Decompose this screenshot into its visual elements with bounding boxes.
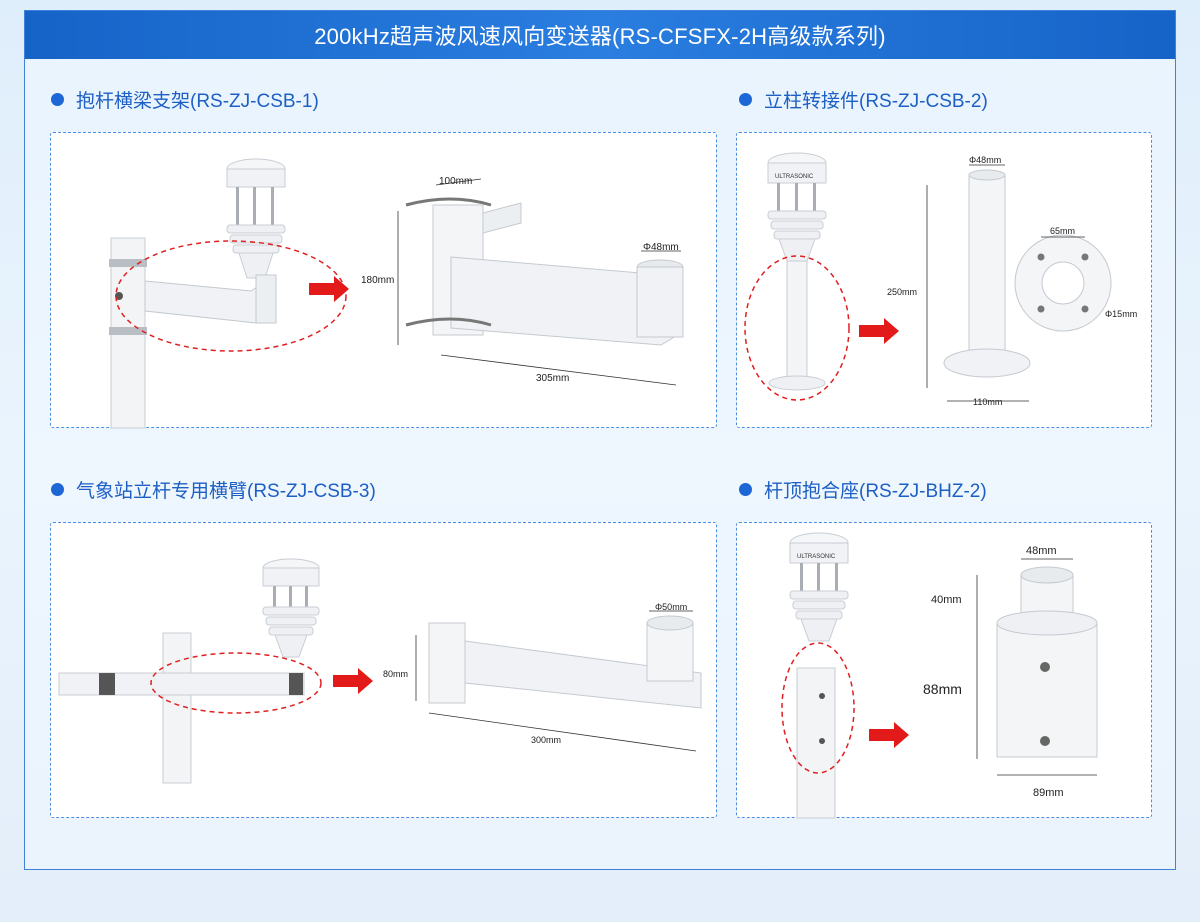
dim-bottom: 89mm <box>1033 787 1064 799</box>
crossarm-csb3-illustration: Φ50mm 80mm 300mm <box>58 558 702 784</box>
dim-height: 250mm <box>887 287 917 297</box>
adapter-csb2-illustration: ULTRASONIC Φ48mm 250mm 110mm 65mm <box>744 152 1137 407</box>
dim-top: Φ48mm <box>969 155 1001 165</box>
dim-height: 88mm <box>923 681 962 697</box>
panel-adapter-csb2: ULTRASONIC Φ48mm 250mm 110mm 65mm <box>736 132 1152 428</box>
section-title-4: 杆顶抱合座(RS-ZJ-BHZ-2) <box>739 476 987 503</box>
section-title-3: 气象站立杆专用横臂(RS-ZJ-CSB-3) <box>51 476 376 503</box>
bracket-csb1-illustration: 100mm 180mm Φ48mm 305mm <box>109 158 684 429</box>
panel-crossarm-csb3: Φ50mm 80mm 300mm <box>50 522 717 818</box>
arrow-icon <box>869 722 909 748</box>
arrow-icon <box>333 668 373 694</box>
section-3-label: 气象站立杆专用横臂(RS-ZJ-CSB-3) <box>76 481 376 502</box>
dim-top: 100mm <box>439 176 472 187</box>
sensor-icon: ULTRASONIC <box>789 532 849 642</box>
section-title-2: 立柱转接件(RS-ZJ-CSB-2) <box>739 86 988 113</box>
dim-pipe: Φ48mm <box>643 242 679 253</box>
dim-length: 305mm <box>536 373 569 384</box>
dim-hole-dia: Φ15mm <box>1105 309 1137 319</box>
dim-base: 110mm <box>973 397 1002 407</box>
dim-top: 48mm <box>1026 545 1057 557</box>
section-title-1: 抱杆横梁支架(RS-ZJ-CSB-1) <box>51 86 319 113</box>
sensor-label: ULTRASONIC <box>775 174 814 180</box>
panel-bracket-csb1: 100mm 180mm Φ48mm 305mm <box>50 132 717 429</box>
sensor-icon: ULTRASONIC <box>767 152 827 262</box>
section-4-label: 杆顶抱合座(RS-ZJ-BHZ-2) <box>764 481 987 502</box>
bullet-icon <box>739 483 752 496</box>
arrow-icon <box>309 276 349 302</box>
sensor-icon <box>226 158 286 279</box>
bullet-icon <box>51 483 64 496</box>
page-title: 200kHz超声波风速风向变送器(RS-CFSFX-2H高级款系列) <box>25 11 1175 59</box>
sensor-icon <box>262 558 320 658</box>
bullet-icon <box>51 93 64 106</box>
dim-height: 180mm <box>361 275 394 286</box>
seat-bhz2-illustration: ULTRASONIC 48mm 40mm 88mm 89mm <box>781 532 1098 819</box>
arrow-icon <box>859 318 899 344</box>
section-1-label: 抱杆横梁支架(RS-ZJ-CSB-1) <box>76 91 319 112</box>
panel-seat-bhz2: ULTRASONIC 48mm 40mm 88mm 89mm <box>736 522 1152 819</box>
dim-upper: 40mm <box>931 594 962 606</box>
dim-height: 80mm <box>383 669 408 679</box>
section-2-label: 立柱转接件(RS-ZJ-CSB-2) <box>764 91 988 112</box>
bullet-icon <box>739 93 752 106</box>
dim-holes: 65mm <box>1050 226 1075 236</box>
sensor-label: ULTRASONIC <box>797 554 836 560</box>
dim-pipe: Φ50mm <box>655 602 687 612</box>
dim-length: 300mm <box>531 735 561 745</box>
